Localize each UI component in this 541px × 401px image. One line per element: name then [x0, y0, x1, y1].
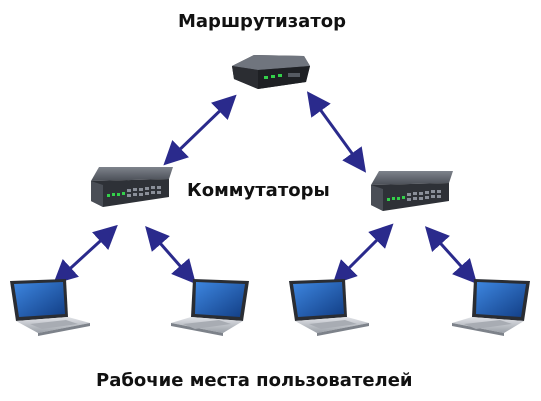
workstations-label: Рабочие места пользователей — [96, 370, 413, 391]
link-switch-left-laptop-1 — [53, 224, 118, 285]
link-switch-right-laptop-4 — [424, 226, 478, 284]
router-label: Маршрутизатор — [178, 11, 347, 32]
laptop-icon — [452, 279, 530, 336]
laptop-icon — [10, 279, 90, 336]
link-switch-right-laptop-3 — [332, 223, 394, 285]
laptop-icon — [289, 279, 369, 336]
links — [53, 91, 478, 285]
switches-label: Коммутаторы — [187, 180, 330, 201]
switch-icon — [371, 171, 453, 211]
link-router-switch-right — [306, 91, 367, 173]
router-icon — [232, 55, 310, 89]
laptop-icon — [171, 279, 249, 336]
link-switch-left-laptop-2 — [145, 225, 196, 285]
link-router-switch-left — [163, 94, 237, 166]
switch-icon — [91, 167, 173, 207]
